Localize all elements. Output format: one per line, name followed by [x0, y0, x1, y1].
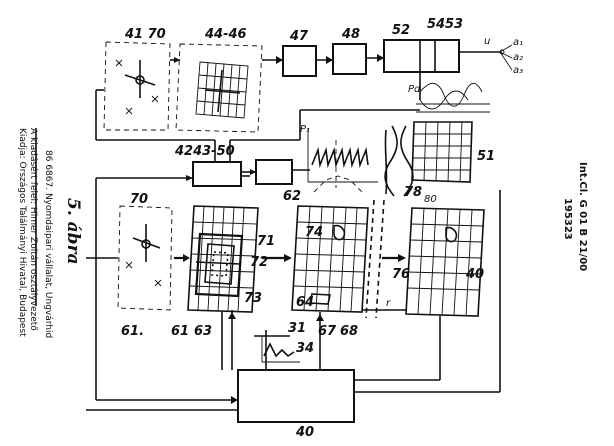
label-67: 67 — [318, 324, 337, 339]
figure-title: 5. ábra — [63, 198, 83, 265]
label-68: 68 — [340, 324, 358, 339]
box-48 — [332, 43, 367, 75]
label-40-box: 40 — [295, 425, 314, 440]
box-52 — [383, 39, 460, 73]
panel-64-67 — [291, 205, 369, 313]
output-a3: a₃ — [513, 65, 523, 76]
signal-p1: P₁ — [300, 124, 310, 135]
signal-u: u — [484, 36, 490, 47]
label-40-panel: 40 — [465, 267, 484, 282]
box-62 — [255, 159, 293, 185]
colophon-line-2: A kiadásért felel: Himer Zoltán osztályv… — [28, 128, 39, 331]
label-80: 80 — [424, 194, 437, 205]
label-41-70: 41 70 — [124, 27, 166, 42]
box-47 — [282, 45, 317, 77]
label-78: 78 — [404, 185, 422, 200]
waveform-panel-51 — [384, 82, 490, 197]
label-63: 63 — [194, 324, 212, 339]
colophon-line-3: 86 6867. Nyomdaipari vállalat, Ungvárhid — [43, 150, 53, 338]
waveform-p1 — [307, 128, 378, 193]
patent-number: 195323 — [562, 198, 573, 240]
label-48: 48 — [341, 27, 360, 42]
panel-61-63 — [187, 205, 259, 313]
label-52: 52 — [392, 23, 410, 38]
label-31: 31 — [288, 321, 306, 336]
label-42-50: 4243-50 — [174, 144, 235, 159]
sensor-frame-bottom — [117, 205, 173, 311]
signal-r: r — [386, 298, 391, 309]
colophon-line-1: Kiadja: Országos Találmányi Hivatal, Bud… — [17, 128, 27, 337]
label-61-dot: 61. — [121, 324, 144, 339]
output-a1: a₁ — [513, 37, 523, 48]
label-53: 53 — [445, 17, 463, 32]
label-61: 61 — [171, 324, 189, 339]
label-64: 64 — [296, 295, 314, 310]
label-73: 73 — [244, 291, 262, 306]
classification: Int.Cl. G 01 B 21/00 — [577, 162, 588, 271]
label-71: 71 — [257, 234, 275, 249]
label-74: 74 — [305, 225, 323, 240]
label-54: 54 — [427, 17, 445, 32]
label-47: 47 — [289, 29, 309, 44]
label-70: 70 — [130, 192, 148, 207]
box-40 — [237, 369, 355, 423]
label-34: 34 — [296, 341, 314, 356]
label-62: 62 — [283, 189, 301, 204]
signal-pd: Pd — [408, 84, 421, 95]
grid-frame-44-46 — [175, 43, 263, 133]
sensor-frame-top — [103, 41, 171, 131]
output-a2: a₂ — [513, 52, 523, 63]
box-42-50 — [192, 161, 242, 187]
label-44-46: 44-46 — [204, 27, 247, 42]
panel-76-40 — [405, 207, 485, 317]
waveform-31-34 — [254, 335, 300, 363]
label-51: 51 — [477, 149, 495, 164]
label-76: 76 — [392, 267, 410, 282]
